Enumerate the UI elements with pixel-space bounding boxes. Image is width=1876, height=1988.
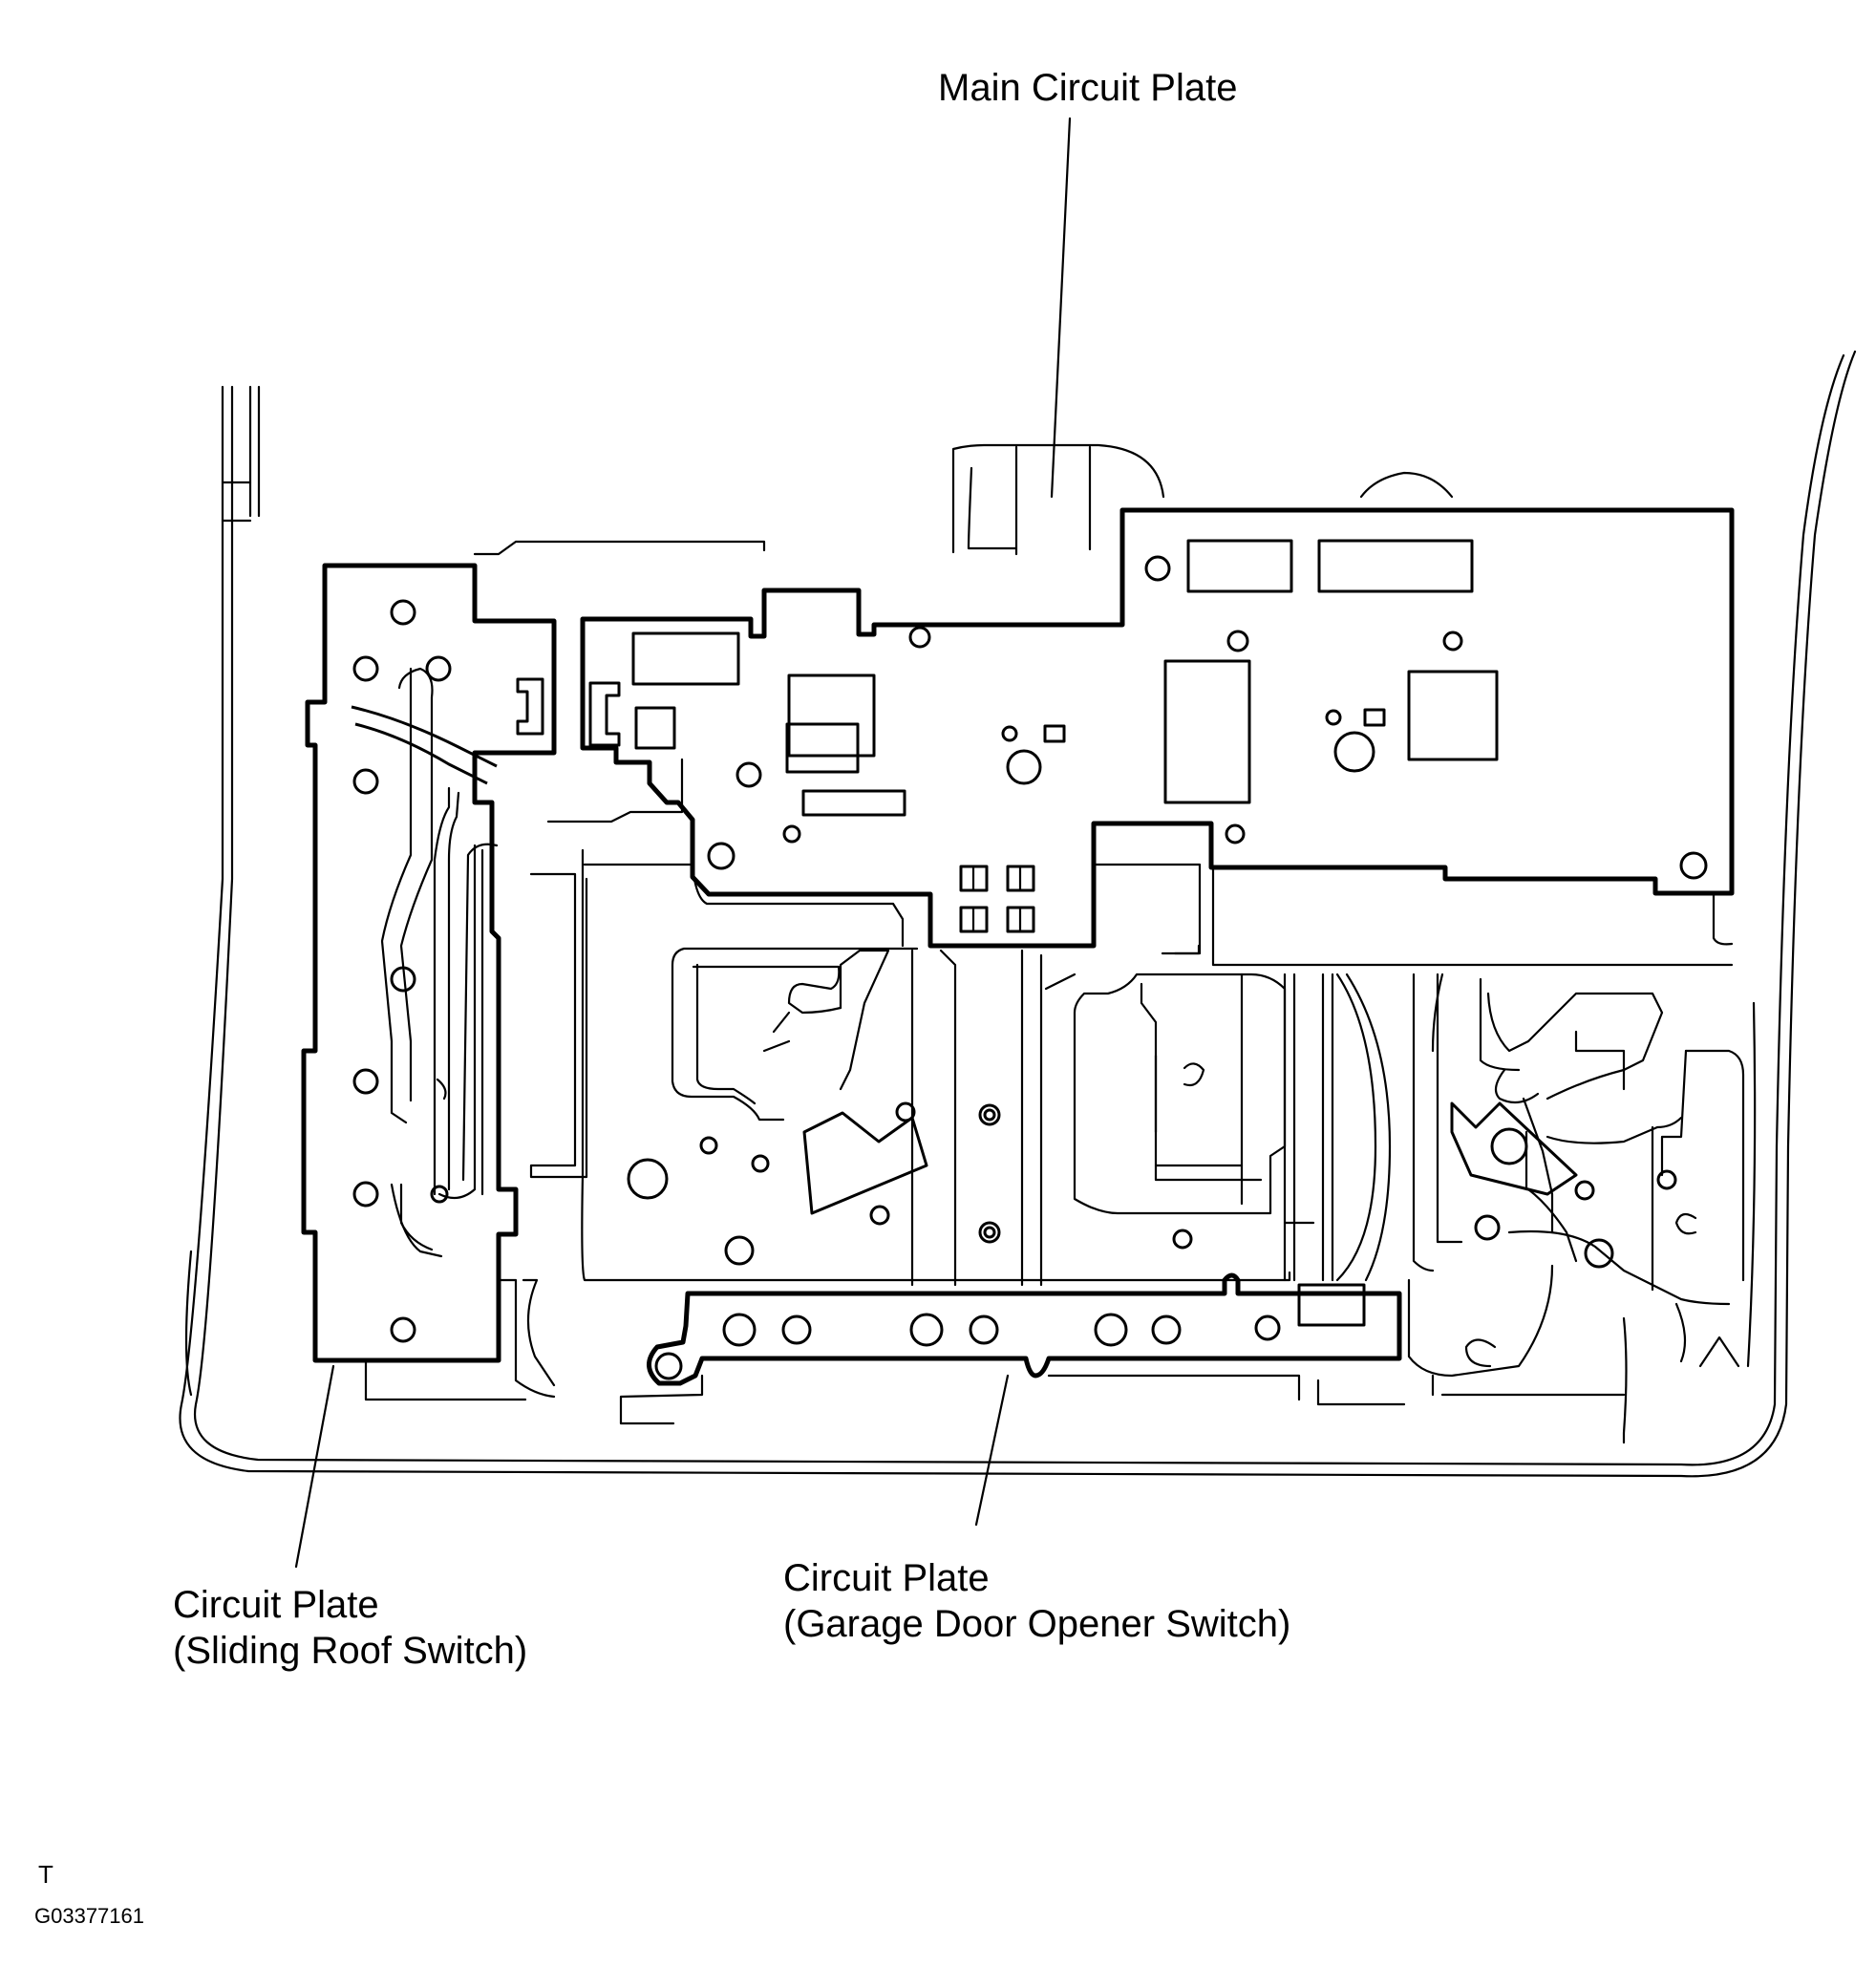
label-sliding-roof-title: Circuit Plate xyxy=(173,1584,379,1626)
footer-mark: T xyxy=(38,1860,53,1889)
garage-opener-switch-plate xyxy=(619,1272,1406,1425)
main-plate-top-tab xyxy=(951,443,1454,556)
label-garage-opener-subtitle: (Garage Door Opener Switch) xyxy=(783,1603,1291,1645)
sub-housing-lines xyxy=(473,540,1734,1282)
lower-mechanism xyxy=(627,947,1745,1444)
main-circuit-plate xyxy=(516,507,1735,949)
label-main-circuit-plate: Main Circuit Plate xyxy=(938,67,1238,109)
housing-outline xyxy=(179,350,1857,1478)
sliding-roof-switch-plate xyxy=(301,563,557,1401)
label-garage-opener-title: Circuit Plate xyxy=(783,1557,990,1599)
leader-lines xyxy=(294,117,1072,1569)
leader-sliding-roof xyxy=(294,1364,335,1569)
label-sliding-roof-subtitle: (Sliding Roof Switch) xyxy=(173,1630,528,1672)
leader-garage-opener xyxy=(974,1374,1010,1527)
leader-main-plate xyxy=(1050,117,1072,499)
figure-id: G03377161 xyxy=(34,1904,144,1928)
